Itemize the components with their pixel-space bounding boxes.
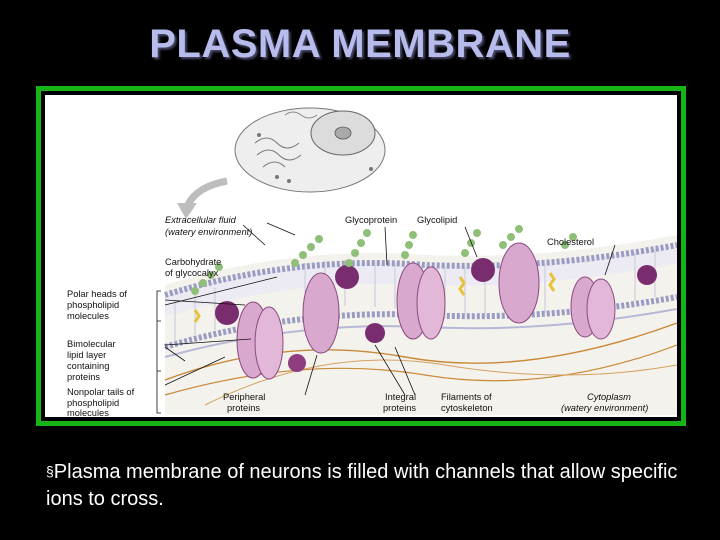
plasma-membrane-diagram: Extracellular fluid (watery environment)… xyxy=(45,95,677,417)
label-extracellular-fluid: Extracellular fluid xyxy=(165,215,237,225)
membrane-illustration xyxy=(156,222,677,415)
label-polar-heads-3: molecules xyxy=(67,311,109,321)
label-peripheral-proteins-2: proteins xyxy=(227,403,260,413)
figure-frame: Extracellular fluid (watery environment)… xyxy=(36,86,686,426)
label-nonpolar-3: molecules xyxy=(67,408,109,417)
label-cytoplasm-watery: (watery environment) xyxy=(561,403,648,413)
caption-text: Plasma membrane of neurons is filled wit… xyxy=(46,461,678,510)
label-bimolecular-4: proteins xyxy=(67,372,100,382)
label-polar-heads-2: phospholipid xyxy=(67,300,119,310)
label-bimolecular-2: lipid layer xyxy=(67,350,106,360)
label-glycolipid: Glycolipid xyxy=(417,215,457,225)
label-filaments-1: Filaments of xyxy=(441,392,492,402)
label-peripheral-proteins-1: Peripheral xyxy=(223,392,265,402)
label-nonpolar-2: phospholipid xyxy=(67,398,119,408)
caption-bullet: § xyxy=(46,463,54,479)
label-cholesterol: Cholesterol xyxy=(547,237,594,247)
label-nonpolar-1: Nonpolar tails of xyxy=(67,387,135,397)
label-glycocalyx: of glycocalyx xyxy=(165,268,219,278)
label-cytoplasm: Cytoplasm xyxy=(587,392,631,402)
label-glycoprotein: Glycoprotein xyxy=(345,215,397,225)
label-filaments-2: cytoskeleton xyxy=(441,403,493,413)
label-extracellular-watery: (watery environment) xyxy=(165,227,252,237)
label-integral-proteins-1: Integral xyxy=(385,392,416,402)
label-polar-heads-1: Polar heads of xyxy=(67,289,127,299)
cell-illustration xyxy=(234,107,386,193)
label-bimolecular-3: containing xyxy=(67,361,109,371)
slide-title: PLASMA MEMBRANE xyxy=(149,22,571,66)
slide-caption: §Plasma membrane of neurons is filled wi… xyxy=(46,458,686,513)
label-bimolecular-1: Bimolecular xyxy=(67,339,116,349)
label-integral-proteins-2: proteins xyxy=(383,403,416,413)
label-carbohydrate: Carbohydrate xyxy=(165,257,221,267)
